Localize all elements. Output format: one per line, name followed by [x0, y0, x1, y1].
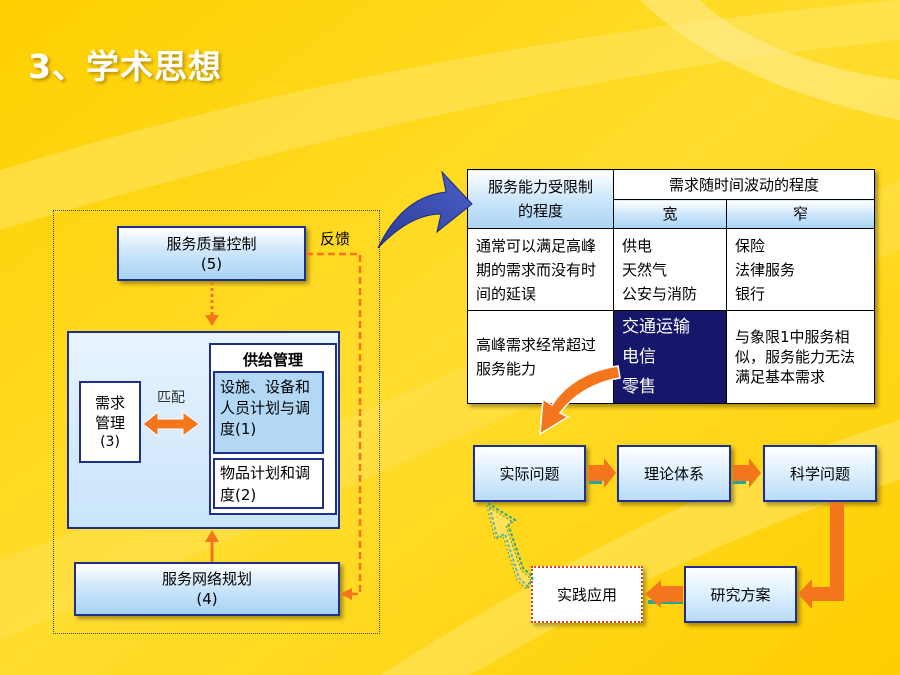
service-quality-control-box: 服务质量控制 (5): [117, 226, 306, 281]
supply-management-title: 供给管理: [242, 351, 303, 369]
service-matrix-table: 服务能力受限制的程度 需求随时间波动的程度 宽 窄 通常可以满足高峰期的需求而没…: [467, 169, 876, 404]
matrix-row2-wide-item: 电信: [622, 347, 656, 367]
matrix-row1-narrow-item: 保险: [735, 236, 766, 255]
facility-planning-text: 设施、设备和人员计划与调度(1): [220, 378, 311, 438]
matrix-row1-wide-item: 天然气: [622, 260, 668, 279]
matrix-row1-narrow-item: 银行: [735, 284, 766, 303]
feedback-label: 反馈: [320, 230, 351, 248]
slide-title: 3、学术思想: [28, 47, 222, 86]
matrix-row2-wide-item: 交通运输: [622, 317, 690, 337]
demand-management-box: 需求管理 (3): [79, 381, 141, 463]
matrix-row1-narrow-item: 法律服务: [735, 260, 796, 279]
matrix-corner-header: 服务能力受限制的程度: [467, 169, 614, 229]
network-planning-num: (4): [196, 590, 218, 608]
matrix-col-group-header: 需求随时间波动的程度: [612, 169, 876, 200]
facility-planning-box: 设施、设备和人员计划与调度(1): [213, 371, 324, 454]
matrix-row2-header: 高峰需求经常超过服务能力: [467, 310, 614, 404]
matrix-row2-wide-item: 零售: [622, 377, 656, 397]
flow-theory-system: 理论体系: [617, 445, 731, 502]
flow-actual-problem: 实际问题: [473, 445, 586, 502]
flow-scientific-problem: 科学问题: [763, 445, 877, 502]
left-diagram-frame: [53, 210, 380, 634]
demand-management-label: 需求管理: [94, 393, 125, 432]
network-planning-label: 服务网络规划: [161, 570, 252, 588]
demand-management-num: (3): [100, 433, 120, 450]
quality-control-label: 服务质量控制: [166, 234, 257, 253]
matrix-row1-header: 通常可以满足高峰期的需求而没有时间的延误: [467, 228, 614, 311]
matrix-row1-wide-item: 供电: [622, 236, 653, 255]
flow-practice-application: 实践应用: [531, 566, 643, 623]
matrix-row1-narrow-cell: 保险 法律服务 银行: [725, 228, 876, 311]
matrix-row2-wide-cell: 交通运输 电信 零售: [613, 310, 727, 404]
material-planning-box: 物品计划和调度(2): [213, 458, 324, 509]
matrix-col-narrow: 窄: [725, 199, 876, 229]
service-network-planning-box: 服务网络规划 (4): [74, 562, 340, 616]
match-label: 匹配: [157, 390, 185, 406]
matrix-col-wide: 宽: [613, 199, 727, 229]
flow-research-plan: 研究方案: [684, 566, 797, 623]
quality-control-num: (5): [200, 254, 223, 273]
matrix-row2-narrow: 与象限1中服务相似，服务能力无法满足基本需求: [725, 310, 876, 404]
matrix-row1-wide-item: 公安与消防: [622, 284, 698, 303]
material-planning-text: 物品计划和调度(2): [220, 464, 311, 504]
matrix-row1-wide-cell: 供电 天然气 公安与消防: [613, 228, 727, 311]
